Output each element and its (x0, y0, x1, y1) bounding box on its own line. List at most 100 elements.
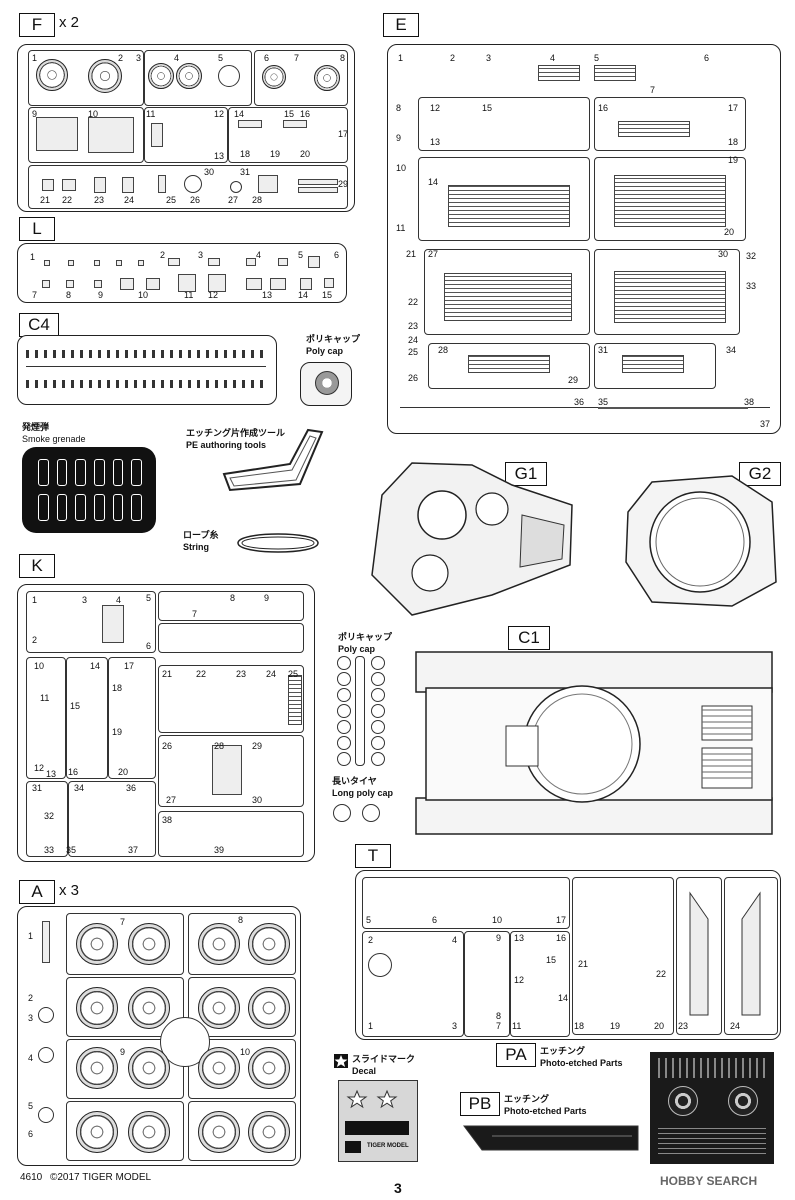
pb-label-jp: エッチング (504, 1094, 550, 1104)
part-number: 11 (396, 223, 406, 233)
part-number: 6 (146, 641, 152, 651)
part-number: 37 (760, 419, 771, 429)
part-number: 10 (88, 109, 99, 119)
smoke-grenade-label-en: Smoke grenade (22, 434, 86, 444)
sprue-tag-A: A (19, 880, 55, 904)
part-number: 32 (44, 811, 55, 821)
part-number: 5 (28, 1101, 34, 1111)
part-number: 10 (396, 163, 407, 173)
part-number: 28 (438, 345, 449, 355)
part-number: 20 (118, 767, 129, 777)
pa-fret (650, 1052, 774, 1164)
part-number: 3 (198, 250, 204, 260)
sprue-multiplier-F: x 2 (59, 14, 80, 31)
part-number: 33 (746, 281, 757, 291)
part-number: 13 (46, 769, 57, 779)
polycap2-label-jp: ポリキャップ (338, 632, 393, 642)
part-number: 4 (116, 595, 122, 605)
part-number: 27 (166, 795, 177, 805)
polycap-runner (300, 362, 352, 406)
part-number: 14 (234, 109, 245, 119)
part-number: 22 (656, 969, 667, 979)
sprue-L-frame: 1 2 3 4 5 6 7 8 9 10 11 12 13 14 15 (17, 243, 347, 303)
part-number: 5 (218, 53, 224, 63)
sprue-tag-G2: G2 (739, 462, 781, 486)
part-number: 11 (512, 1021, 522, 1031)
part-number: 14 (90, 661, 101, 671)
part-number: 10 (492, 915, 503, 925)
part-number: 18 (728, 137, 739, 147)
part-number: 9 (396, 133, 402, 143)
part-number: 3 (136, 53, 142, 63)
part-number: 29 (338, 179, 349, 189)
part-number: 30 (718, 249, 729, 259)
smoke-grenade-sheet (22, 447, 156, 533)
part-number: 27 (428, 249, 439, 259)
part-number: 3 (82, 595, 88, 605)
part-number: 26 (162, 741, 173, 751)
part-number: 37 (128, 845, 139, 855)
part-number: 2 (450, 53, 456, 63)
polycap2-runner (335, 656, 387, 768)
part-number: 28 (252, 195, 263, 205)
part-number: 2 (118, 53, 124, 63)
part-number: 36 (126, 783, 137, 793)
part-number: 19 (610, 1021, 621, 1031)
part-number: 18 (574, 1021, 585, 1031)
part-number: 18 (112, 683, 123, 693)
part-number: 4 (174, 53, 180, 63)
part-number: 9 (264, 593, 270, 603)
part-number: 7 (192, 609, 198, 619)
part-number: 6 (334, 250, 340, 260)
part-number: 1 (30, 252, 36, 262)
part-number: 10 (34, 661, 45, 671)
part-number: 12 (208, 290, 219, 300)
part-number: 13 (262, 290, 273, 300)
part-number: 23 (408, 321, 419, 331)
part-number: 35 (66, 845, 77, 855)
long-polycap-ring-1 (333, 804, 351, 822)
part-number: 29 (252, 741, 263, 751)
part-number: 12 (514, 975, 525, 985)
part-number: 16 (68, 767, 79, 777)
part-number: 4 (28, 1053, 34, 1063)
part-number: 22 (196, 669, 207, 679)
part-number: 3 (486, 53, 492, 63)
decal-brand-text: TIGER MODEL (367, 1143, 409, 1149)
part-number: 9 (496, 933, 502, 943)
copyright-text: ©2017 TIGER MODEL (50, 1172, 152, 1183)
part-number: 1 (398, 53, 404, 63)
part-number: 4 (550, 53, 556, 63)
sprue-F-frame: 1 2 3 4 5 6 7 8 9 10 11 12 13 14 15 16 1… (17, 44, 355, 212)
sprue-tag-E: E (383, 13, 419, 37)
kit-number: 4610 (20, 1172, 43, 1183)
part-number: 12 (430, 103, 441, 113)
sprue-tag-L: L (19, 217, 55, 241)
sprue-T-frame: 1 2 3 4 5 6 7 8 9 10 11 12 13 14 15 16 1… (355, 870, 781, 1040)
part-number: 6 (28, 1129, 34, 1139)
decal-star-icon (334, 1054, 348, 1068)
part-number: 31 (598, 345, 609, 355)
part-number: 25 (288, 669, 299, 679)
part-number: 30 (252, 795, 263, 805)
part-number: 35 (598, 397, 609, 407)
decal-label-jp: スライドマーク (352, 1054, 416, 1064)
part-number: 15 (70, 701, 81, 711)
part-number: 15 (546, 955, 557, 965)
part-number: 5 (594, 53, 600, 63)
part-number: 23 (236, 669, 247, 679)
part-number: 31 (32, 783, 43, 793)
part-number: 8 (66, 290, 72, 300)
part-number: 2 (368, 935, 374, 945)
turret-part-G1 (371, 462, 573, 616)
part-number: 38 (162, 815, 173, 825)
part-number: 39 (214, 845, 225, 855)
part-number: 25 (408, 347, 419, 357)
part-number: 16 (300, 109, 311, 119)
part-number: 14 (558, 993, 569, 1003)
part-number: 13 (214, 151, 225, 161)
part-number: 14 (298, 290, 309, 300)
sprue-C4-frame (17, 335, 277, 405)
sprue-A-frame: 1 2 3 4 5 6 7 8 9 10 (17, 906, 301, 1166)
part-number: 26 (408, 373, 419, 383)
